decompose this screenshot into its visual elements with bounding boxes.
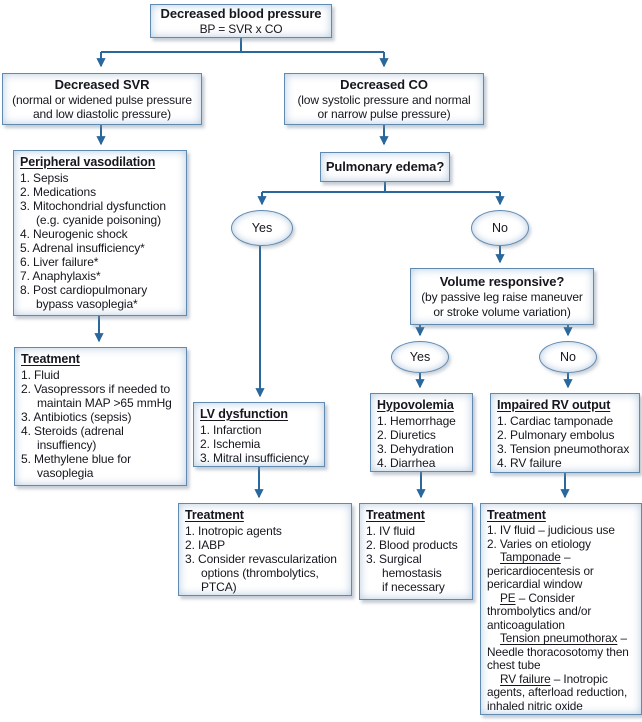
node-heading: Peripheral vasodilation [20,155,156,169]
node-subtitle: (low systolic pressure and normal or nar… [297,92,471,122]
list-item: 3. Mitochondrial dysfunction (e.g. cyani… [20,199,166,227]
list-item: 2. Ischemia [200,437,261,451]
list-item: Tamponade – pericardiocentesis or perica… [487,550,635,592]
list-item: 3. Antibiotics (sepsis) [21,410,132,424]
list-item: 2. Blood products [366,538,458,552]
list-item: 3. Consider revascularization options (t… [185,552,337,594]
list-item: 4. Steroids (adrenal insuffiency) [21,424,124,452]
node-title: Volume responsive? [439,274,565,289]
list-item: 8. Post cardiopulmonary bypass vasoplegi… [20,283,148,311]
node-heading: Treatment [185,508,244,522]
node-title: Decreased blood pressure [160,5,322,21]
node-heading: Treatment [21,352,80,366]
decision-volume-yes: Yes [391,341,449,373]
list-item: 3. Mitral insufficiency [200,451,309,465]
list-item: 2. IABP [185,538,225,552]
list-item: 2. Pulmonary embolus [497,428,615,442]
list-item: 1. IV fluid [366,524,415,538]
node-title: Pulmonary edema? [325,159,445,174]
node-heading: Treatment [366,508,425,522]
node-heading: Hypovolemia [377,398,454,412]
underlined-term: Tamponade [500,550,561,564]
node-heading: LV dysfunction [200,407,288,421]
underlined-term: RV failure [500,671,551,686]
node-title: Decreased CO [340,76,428,92]
list-item: 6. Liver failure* [20,255,99,269]
list-item-text: – pericardiocentesis or pericardial wind… [487,550,594,591]
list-item: 2. Diuretics [377,428,436,442]
list-item: 3. Dehydration [377,442,454,456]
underlined-term: Tension pneumothorax [500,631,618,645]
decision-label: Yes [251,221,273,235]
list-item: 1. IV fluid – judicious use [487,523,615,537]
decision-label: No [492,221,508,235]
decision-volume-no: No [539,341,597,373]
list-item: 5. Adrenal insufficiency* [20,241,145,255]
list-item: 7. Anaphylaxis* [20,269,101,283]
node-heading: Impaired RV output [497,398,611,412]
list-item: RV failure – Inotropic agents, afterload… [487,671,635,714]
node-subtitle: BP = SVR x CO [199,21,283,36]
list-item: 3. Surgical hemostasis if necessary [366,552,445,594]
list-item: 2. Medications [20,185,96,199]
node-pulmonary-edema: Pulmonary edema? [320,152,450,182]
list-item: 5. Methylene blue for vasoplegia [21,452,131,480]
list-item: 4. Neurogenic shock [20,227,128,241]
list-item: Tension pneumothorax – Needle thoracosot… [487,631,635,673]
list-item: 1. Cardiac tamponade [497,414,614,428]
list-item: 4. RV failure [497,456,562,470]
node-title: Decreased SVR [54,76,150,92]
list-item: 1. Fluid [21,368,60,382]
list-item: 3. Tension pneumothorax [497,442,630,456]
list-item: 1. Sepsis [20,171,69,185]
node-decreased-svr: Decreased SVR (normal or widened pulse p… [2,73,202,125]
list-item: 2. Varies on etiology [487,536,591,551]
node-heading: Treatment [487,508,546,522]
node-decreased-co: Decreased CO (low systolic pressure and … [284,73,484,125]
list-item-text: – Inotropic agents, afterload reduction,… [487,671,628,713]
list-item-text: – Consider thrombolytics and/or anticoag… [487,590,592,632]
list-item: 1. Inotropic agents [185,524,282,538]
underlined-term: PE [500,590,516,605]
list-item: 1. Hemorrhage [377,414,456,428]
decision-label: No [560,350,576,364]
node-subtitle: (normal or widened pulse pressure and lo… [12,92,192,122]
list-item: 4. Diarrhea [377,456,436,470]
decision-label: Yes [409,350,431,364]
list-item: PE – Consider thrombolytics and/or antic… [487,590,635,633]
node-volume-responsive: Volume responsive? (by passive leg raise… [410,268,594,325]
node-decreased-blood-pressure: Decreased blood pressure BP = SVR x CO [150,4,332,38]
list-item: 1. Infarction [200,423,262,437]
list-item-text: – Needle thoracosotomy then chest tube [487,631,629,672]
decision-pulm-edema-yes: Yes [231,210,293,246]
list-item: 2. Vasopressors if needed to maintain MA… [21,382,172,410]
node-subtitle: (by passive leg raise maneuver or stroke… [421,290,583,319]
decision-pulm-edema-no: No [471,210,529,246]
